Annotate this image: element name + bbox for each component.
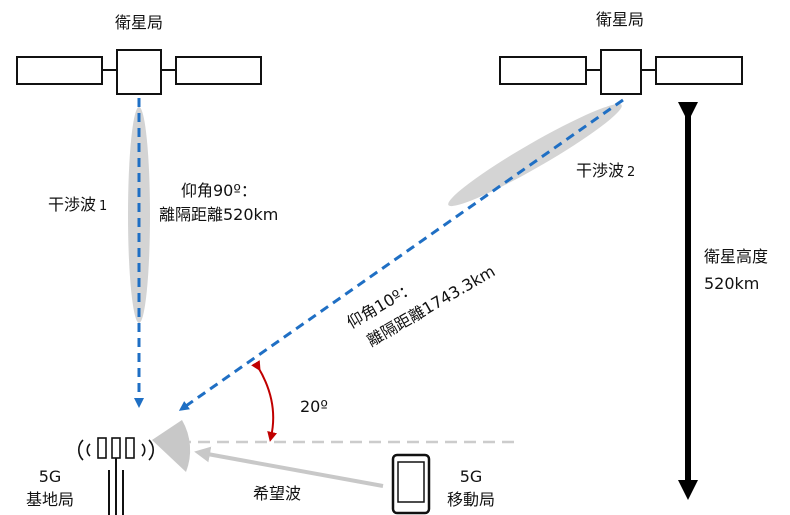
satellite-left-icon	[16, 49, 262, 95]
angle-arc	[251, 360, 277, 442]
base-station-tower-icon	[78, 437, 154, 515]
desired-wave-label: 希望波	[253, 484, 302, 503]
satellite-right-icon	[499, 49, 743, 95]
interference-1-angle: 仰角90º：	[181, 181, 257, 200]
mobile-station-label-line2: 移動局	[446, 490, 495, 509]
interference-2-index: 2	[627, 165, 636, 180]
base-station-antenna-sector	[152, 420, 191, 472]
base-station-label-line1: 5G	[38, 467, 62, 486]
altitude-label: 衛星高度	[704, 247, 769, 266]
altitude-value: 520km	[704, 274, 760, 293]
interference-1-distance: 離隔距離520km	[159, 205, 279, 224]
mobile-station-label-line1: 5G	[459, 467, 483, 486]
angle-label: 20º	[300, 397, 328, 416]
interference-beam-1	[128, 107, 150, 323]
desired-wave-arrow	[194, 446, 384, 488]
satellite-left-label: 衛星局	[114, 13, 163, 32]
mobile-phone-icon	[391, 453, 431, 515]
base-station-label-line2: 基地局	[25, 490, 74, 509]
interference-beam-2	[448, 103, 622, 207]
interference-line-2	[178, 98, 624, 411]
satellite-right-label: 衛星局	[595, 10, 644, 29]
interference-1-index: 1	[99, 199, 108, 214]
